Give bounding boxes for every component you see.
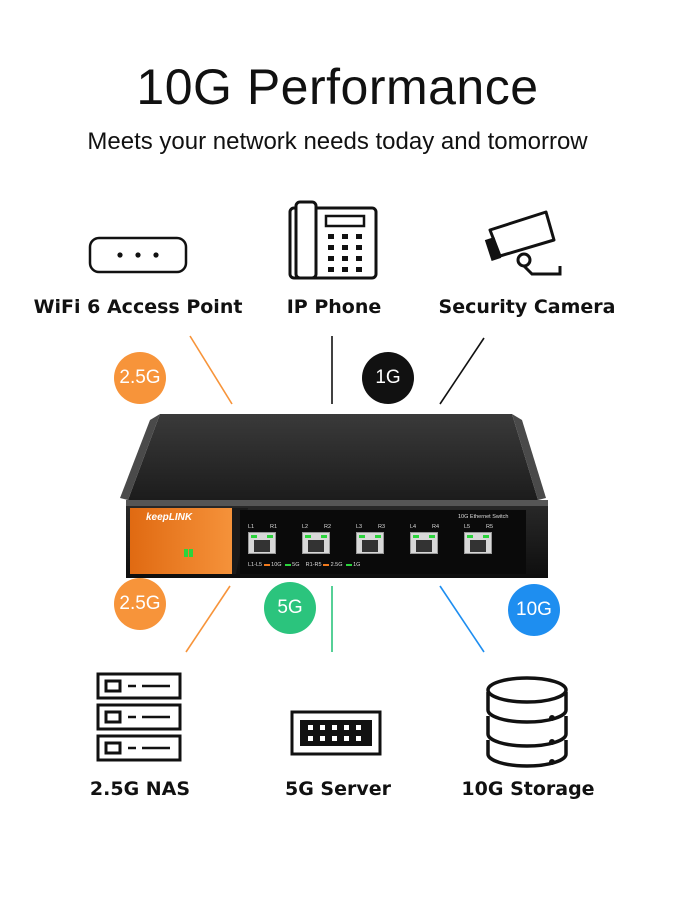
line-camera (439, 337, 485, 405)
legend-range-l: L1-L5 (248, 562, 263, 568)
brand-panel (130, 508, 232, 574)
switch-model: 10G Ethernet Switch (458, 514, 509, 520)
device-label-nas: 2.5G NAS (89, 778, 191, 800)
port-label-right: R3 (378, 524, 386, 530)
port-socket (464, 532, 492, 554)
line-ap (189, 335, 233, 405)
phone-icon (288, 200, 378, 280)
server-icon (290, 710, 382, 756)
page-title: 10G Performance (136, 59, 539, 115)
device-label-security-camera: Security Camera (438, 296, 616, 318)
legend-speed-10g: 10G (271, 562, 282, 568)
legend-speed-25g: 2.5G (330, 562, 343, 568)
speed-badge-nas: 2.5G (114, 578, 166, 630)
line-nas (185, 585, 231, 653)
speed-badge-ap: 2.5G (114, 352, 166, 404)
page-subtitle: Meets your network needs today and tomor… (87, 128, 588, 155)
port-label-left: L4 (410, 524, 417, 530)
port-socket (410, 532, 438, 554)
speed-badge-1g: 1G (362, 352, 414, 404)
device-label-storage: 10G Storage (461, 778, 595, 800)
nas-icon (96, 672, 182, 762)
port-socket (302, 532, 330, 554)
device-label-access-point: WiFi 6 Access Point (33, 296, 243, 318)
speed-badge-10g: 10G (508, 584, 560, 636)
port-label-right: R5 (486, 524, 494, 530)
ethernet-port[interactable]: L2 R2 (300, 524, 332, 556)
ethernet-port[interactable]: L3 R3 (354, 524, 386, 556)
switch-brand: keepLINK (146, 512, 193, 523)
storage-icon (486, 676, 568, 768)
port-socket (248, 532, 276, 554)
legend-range-r: R1-R5 (305, 562, 322, 568)
ethernet-port[interactable]: L5 R5 (462, 524, 494, 556)
speed-badge-5g: 5G (264, 582, 316, 634)
port-label-left: L3 (356, 524, 363, 530)
switch-legend: L1-L5 10G 5G R1-R5 2.5G 1G (248, 562, 360, 568)
device-label-ip-phone: IP Phone (286, 296, 382, 318)
port-label-right: R2 (324, 524, 332, 530)
legend-speed-5g: 5G (292, 562, 300, 568)
port-label-left: L1 (248, 524, 255, 530)
port-socket (356, 532, 384, 554)
access-point-icon (88, 236, 188, 274)
ethernet-port[interactable]: L4 R4 (408, 524, 440, 556)
legend-speed-1g: 1G (353, 562, 361, 568)
ethernet-port[interactable]: L1 R1 (246, 524, 278, 556)
port-label-left: L2 (302, 524, 309, 530)
switch-top (128, 414, 538, 500)
port-label-left: L5 (464, 524, 471, 530)
device-label-server: 5G Server (284, 778, 391, 800)
camera-icon (484, 210, 562, 276)
port-label-right: R4 (432, 524, 440, 530)
port-group: L1 R1 L2 R2 L3 R3 L4 R4 (246, 524, 526, 564)
port-label-right: R1 (270, 524, 278, 530)
line-storage (439, 585, 485, 653)
